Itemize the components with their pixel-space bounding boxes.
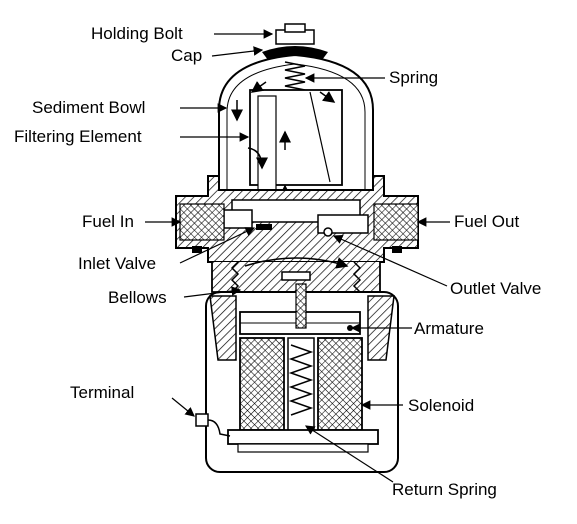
label-fuel-out: Fuel Out [454, 212, 520, 231]
label-outlet-valve: Outlet Valve [450, 279, 542, 298]
sediment-bowl [218, 53, 374, 190]
inlet-valve [256, 224, 272, 230]
armature [239, 283, 361, 335]
label-cap: Cap [171, 46, 203, 65]
label-spring: Spring [389, 68, 439, 87]
label-filtering-element: Filtering Element [14, 127, 142, 146]
label-armature: Armature [414, 319, 484, 338]
fuel-in-port [179, 203, 225, 241]
label-fuel-in: Fuel In [82, 212, 134, 231]
label-solenoid: Solenoid [408, 396, 475, 415]
label-return-spring: Return Spring [392, 480, 497, 499]
holding-bolt [275, 23, 315, 45]
label-inlet-valve: Inlet Valve [78, 254, 157, 273]
label-terminal: Terminal [70, 383, 135, 402]
label-sediment-bowl: Sediment Bowl [32, 98, 146, 117]
fuel-out-port [373, 203, 419, 241]
terminal [195, 413, 231, 437]
label-bellows: Bellows [108, 288, 167, 307]
return-spring [287, 337, 315, 435]
outlet-valve [323, 227, 333, 237]
label-holding-bolt: Holding Bolt [91, 24, 183, 43]
